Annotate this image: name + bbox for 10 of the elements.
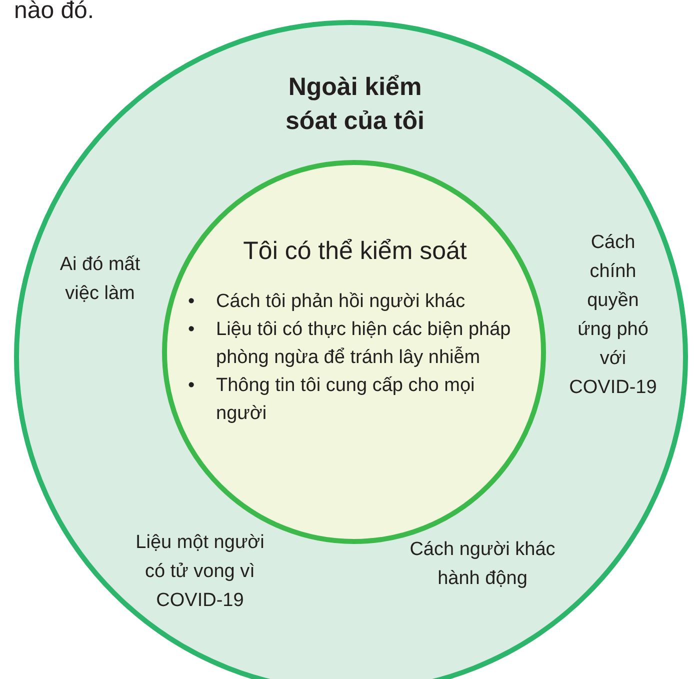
heading: Ngoài kiểm sóat của tôi bbox=[284, 72, 426, 137]
note-text: Ai đó mất việc làm bbox=[58, 253, 142, 306]
text-fragment: nào đó. bbox=[14, 0, 94, 26]
bullet-item: • Cách tôi phản hồi người khác bbox=[188, 290, 466, 314]
note-text: Liệu một người có tử vong vì COVID-19 bbox=[134, 531, 266, 613]
bullet-item: • Liệu tôi có thực hiện các biện pháp phòng ngừa để tránh lây nhiễm bbox=[188, 318, 512, 370]
note-text: Cách người khác hành động bbox=[408, 538, 556, 591]
heading: Tôi có thể kiểm soát bbox=[242, 236, 468, 267]
note-text: Cách chính quyền ứng phó với COVID-19 bbox=[568, 231, 658, 400]
bullet-item: • Thông tin tôi cung cấp cho mọi người bbox=[188, 374, 476, 426]
